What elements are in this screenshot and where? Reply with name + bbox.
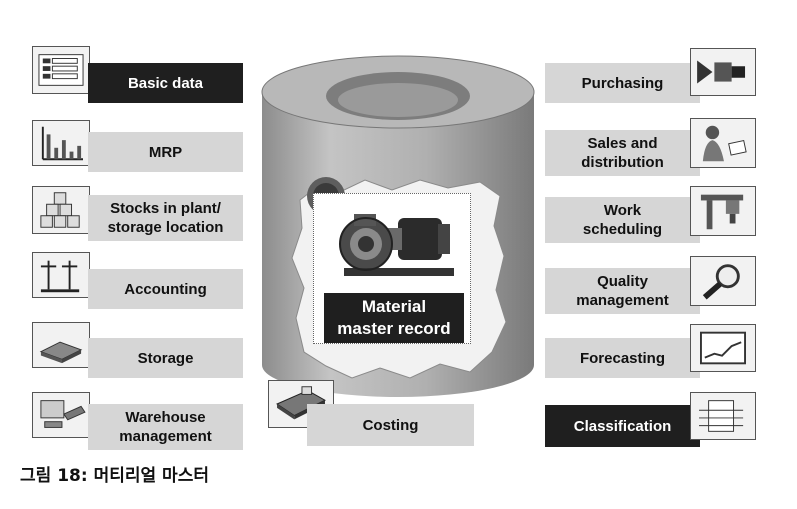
salesperson-icon [690,118,756,168]
module-quality-management[interactable]: Quality management [545,268,700,314]
module-label: Costing [362,416,419,434]
module-stocks-in-plant[interactable]: Stocks in plant/ storage location [88,195,243,241]
forecast-chart-icon [690,324,756,372]
drill-press-icon [690,186,756,236]
truck-icon [690,48,756,96]
module-classification[interactable]: Classification [545,405,700,447]
module-accounting[interactable]: Accounting [88,269,243,309]
abc-blocks-icon [32,186,90,234]
pallet-icon [32,322,90,368]
module-forecasting[interactable]: Forecasting [545,338,700,378]
module-label: Warehouse management [119,409,212,445]
module-mrp[interactable]: MRP [88,132,243,172]
pump-icon [339,214,454,276]
bar-chart-icon [32,120,90,166]
form-icon [32,46,90,94]
figure-caption: 그림 18: 머티리얼 마스터 [20,466,209,486]
module-label: Basic data [127,74,204,92]
module-label: Work scheduling [582,202,663,238]
module-label: Sales and distribution [581,135,664,171]
module-work-scheduling[interactable]: Work scheduling [545,197,700,243]
material-master-label: Material master record [324,293,464,343]
module-label: Storage [137,349,194,367]
module-sales-and-distribution[interactable]: Sales and distribution [545,130,700,176]
classification-icon [690,392,756,440]
module-label: Purchasing [581,74,664,92]
magnifier-icon [690,256,756,306]
module-label: MRP [148,143,183,161]
module-label: Classification [573,417,672,435]
module-warehouse-management[interactable]: Warehouse management [88,404,243,450]
module-costing[interactable]: Costing [307,404,474,446]
module-purchasing[interactable]: Purchasing [545,63,700,103]
module-label: Accounting [124,280,207,298]
scales-icon [32,252,90,298]
module-basic-data[interactable]: Basic data [88,63,243,103]
module-label: Quality management [576,273,669,309]
module-label: Stocks in plant/ storage location [107,200,224,236]
module-label: Forecasting [579,349,666,367]
computer-icon [32,392,90,438]
module-storage[interactable]: Storage [88,338,243,378]
